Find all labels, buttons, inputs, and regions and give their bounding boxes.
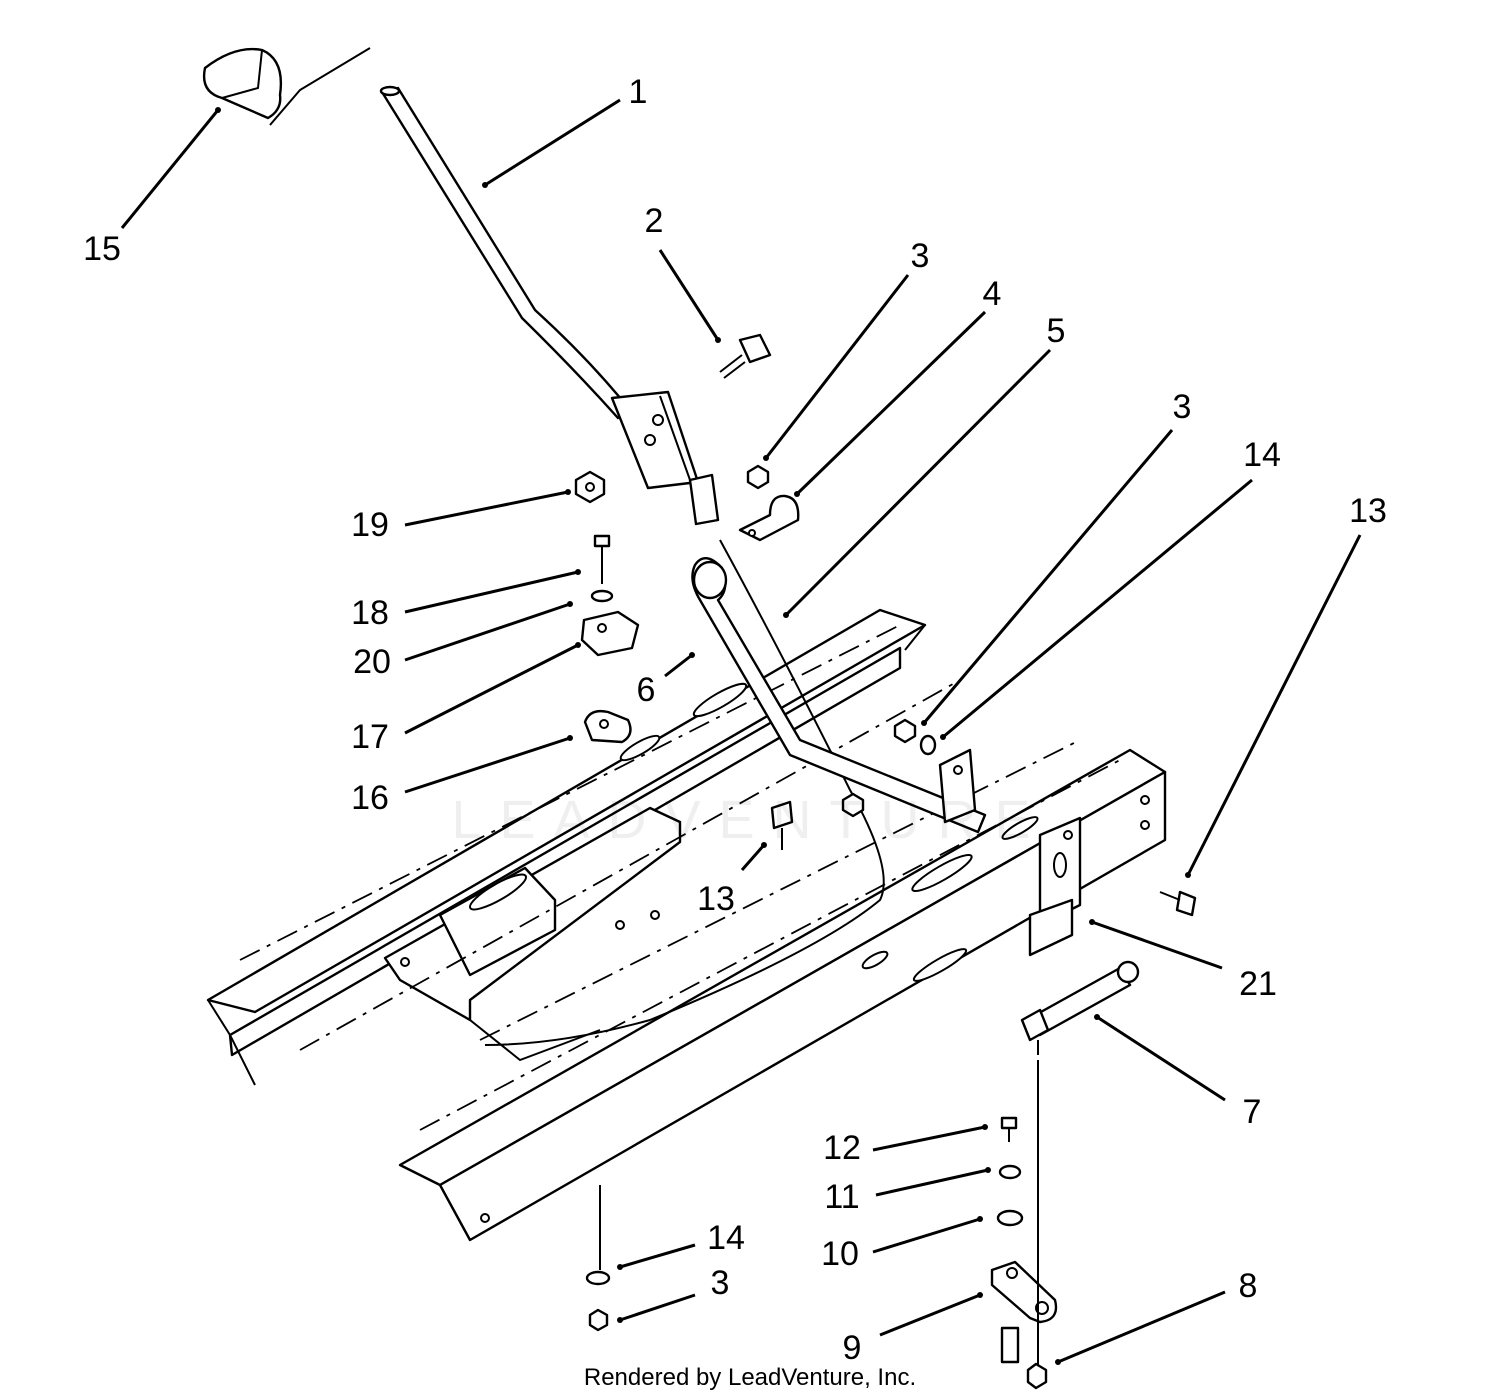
link-7 — [1020, 960, 1140, 1055]
callout-16: 16 — [351, 779, 389, 817]
callout-2: 2 — [644, 202, 664, 240]
bolt-13-right — [1159, 890, 1197, 917]
callout-8: 8 — [1238, 1267, 1258, 1305]
cross-member — [383, 806, 682, 1062]
callout-4: 4 — [982, 275, 1002, 313]
callout-20: 20 — [353, 643, 391, 681]
callout-11: 11 — [824, 1178, 860, 1216]
callout-3: 3 — [1172, 388, 1192, 426]
callout-14: 14 — [707, 1219, 745, 1257]
bolt-13-center — [770, 800, 794, 850]
callout-12: 12 — [823, 1129, 861, 1167]
callout-18: 18 — [351, 594, 389, 632]
callout-7: 7 — [1242, 1093, 1262, 1131]
callout-3: 3 — [910, 237, 930, 275]
nut-3-top — [746, 464, 770, 490]
leader-lines — [120, 98, 1362, 1365]
callout-1: 1 — [628, 73, 648, 111]
plate-16 — [583, 709, 632, 744]
lever-knob — [202, 47, 371, 126]
centerlines — [239, 624, 1121, 1131]
callout-3: 3 — [710, 1264, 730, 1302]
nut-center — [841, 792, 865, 818]
watermark: LEADVENTURE — [451, 790, 1049, 850]
nut-19 — [574, 470, 606, 504]
nut-3-right — [893, 718, 917, 744]
callout-10: 10 — [821, 1235, 859, 1273]
bracket-21 — [1028, 816, 1082, 957]
bolt-2 — [719, 333, 772, 379]
callout-21: 21 — [1239, 965, 1277, 1003]
callout-9: 9 — [842, 1329, 862, 1367]
shift-lever — [379, 85, 720, 526]
clamp-4 — [738, 494, 800, 542]
callout-19: 19 — [351, 506, 389, 544]
callout-14: 14 — [1243, 436, 1281, 474]
bottom-hardware-left — [585, 1185, 611, 1332]
frame-rail-right — [398, 748, 1167, 1242]
clip-17 — [580, 610, 640, 657]
cable-5 — [484, 539, 885, 1046]
callout-13: 13 — [697, 880, 735, 918]
callout-13: 13 — [1349, 492, 1387, 530]
callout-6: 6 — [636, 671, 656, 709]
washer-14-right — [919, 734, 937, 756]
callout-15: 15 — [83, 230, 121, 268]
bracket-right — [938, 748, 977, 824]
bottom-hardware-right — [990, 1060, 1058, 1390]
footer-credit: Rendered by LeadVenture, Inc. — [583, 1364, 917, 1391]
callout-17: 17 — [351, 718, 389, 756]
callout-5: 5 — [1046, 312, 1066, 350]
bolt-18 — [590, 534, 614, 603]
